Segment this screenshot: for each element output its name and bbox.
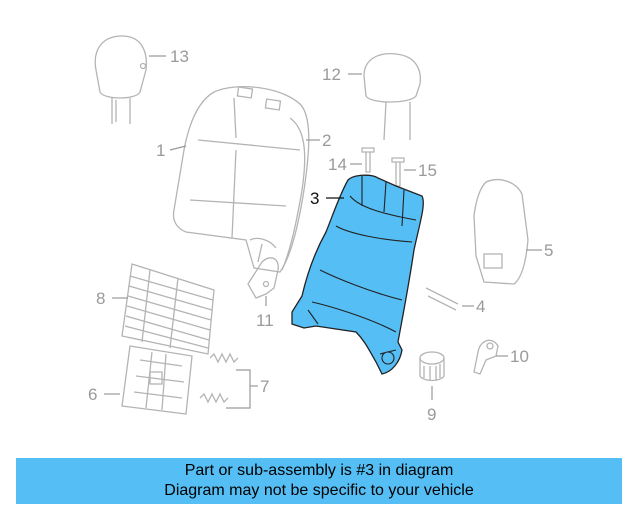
callout-8[interactable]: 8 <box>96 289 105 308</box>
spring-mat-8[interactable] <box>121 263 215 355</box>
lumbar-plate-6[interactable] <box>121 345 193 415</box>
leader-1 <box>169 145 187 151</box>
seatback-cushion-1[interactable] <box>172 86 310 273</box>
info-banner: Part or sub-assembly is #3 in diagram Di… <box>16 458 622 504</box>
callout-13[interactable]: 13 <box>170 47 189 66</box>
callout-2[interactable]: 2 <box>322 131 331 150</box>
callout-4[interactable]: 4 <box>476 297 485 316</box>
callout-6[interactable]: 6 <box>88 385 97 404</box>
callout-9[interactable]: 9 <box>427 405 436 424</box>
callout-7[interactable]: 7 <box>260 377 269 396</box>
banner-line-2: Diagram may not be specific to your vehi… <box>164 482 474 499</box>
bracket-11[interactable] <box>247 257 279 299</box>
seatback-frame-3[interactable] <box>291 174 424 375</box>
callout-12[interactable]: 12 <box>322 65 341 84</box>
callout-15[interactable]: 15 <box>418 161 437 180</box>
springs-7[interactable] <box>199 352 239 404</box>
callout-10[interactable]: 10 <box>510 347 529 366</box>
leader-7 <box>226 369 251 409</box>
lever-10[interactable] <box>473 339 499 375</box>
bolt-15[interactable] <box>391 157 405 187</box>
headrest-12[interactable] <box>363 52 422 141</box>
headrest-13[interactable] <box>94 35 148 124</box>
callout-1[interactable]: 1 <box>156 141 165 160</box>
bolt-14[interactable] <box>361 147 375 173</box>
callout-3[interactable]: 3 <box>310 189 319 208</box>
knob-9[interactable] <box>419 351 445 382</box>
callout-11[interactable]: 11 <box>256 311 274 330</box>
banner-line-1: Part or sub-assembly is #3 in diagram <box>184 462 454 479</box>
seatback-cover-2[interactable] <box>281 117 306 271</box>
callout-14[interactable]: 14 <box>328 155 347 174</box>
trim-strip-4[interactable] <box>425 287 459 311</box>
parts-diagram: 13 12 1 2 14 15 3 5 <box>88 35 553 424</box>
callout-5[interactable]: 5 <box>544 241 553 260</box>
side-panel-5[interactable] <box>473 179 529 285</box>
